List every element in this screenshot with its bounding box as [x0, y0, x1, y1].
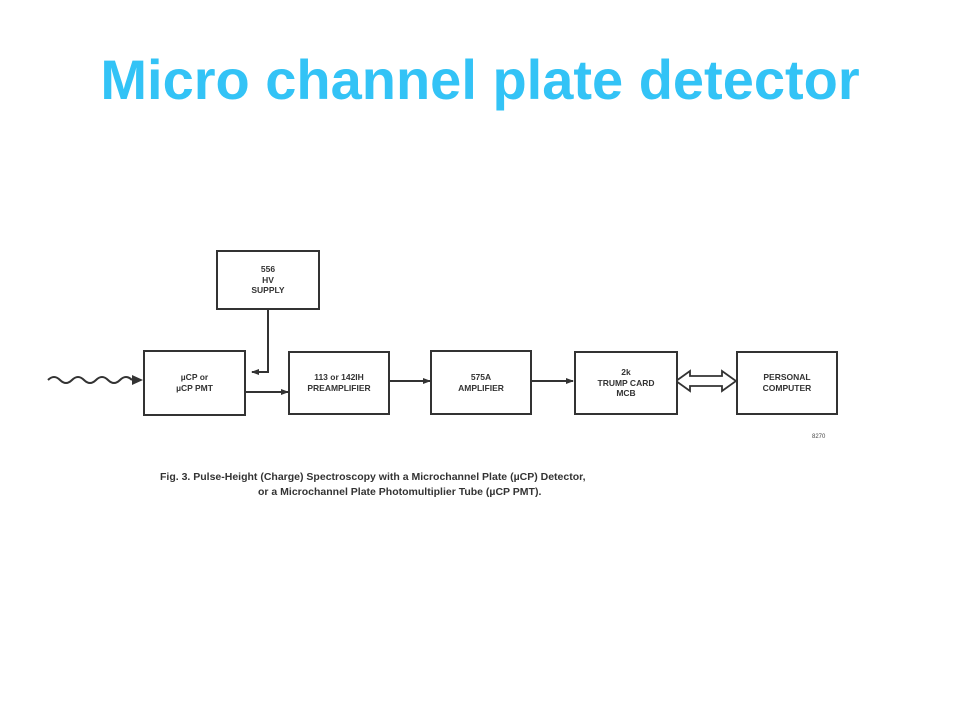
caption-line-1: Fig. 3. Pulse-Height (Charge) Spectrosco… [160, 471, 586, 483]
figure-reference-number: 8270 [812, 434, 826, 440]
mcb-label: 2k TRUMP CARD MCB [597, 367, 655, 399]
detector-label: µCP or µCP PMT [176, 372, 213, 393]
amplifier-label: 575A AMPLIFIER [458, 371, 504, 393]
mcb-computer-bidirectional-arrow [674, 369, 738, 393]
figure-caption: Fig. 3. Pulse-Height (Charge) Spectrosco… [160, 470, 760, 500]
hv-supply-box: 556 HV SUPPLY [216, 250, 320, 310]
personal-computer-label: PERSONAL COMPUTER [762, 372, 812, 393]
mcb-box: 2k TRUMP CARD MCB [574, 351, 678, 415]
preamplifier-box: 113 or 142IH PREAMPLIFIER [288, 351, 390, 415]
caption-line-2: or a Microchannel Plate Photomultiplier … [258, 486, 542, 499]
hv-to-detector-line [251, 308, 269, 375]
amplifier-box: 575A AMPLIFIER [430, 350, 532, 415]
preamplifier-label: 113 or 142IH PREAMPLIFIER [307, 372, 371, 393]
personal-computer-box: PERSONAL COMPUTER [736, 351, 838, 415]
input-signal-arrowhead [132, 375, 143, 385]
input-signal-wave [47, 376, 133, 384]
slide-title: Micro channel plate detector [100, 48, 860, 111]
detector-box: µCP or µCP PMT [143, 350, 246, 416]
hv-supply-label: 556 HV SUPPLY [251, 264, 285, 296]
